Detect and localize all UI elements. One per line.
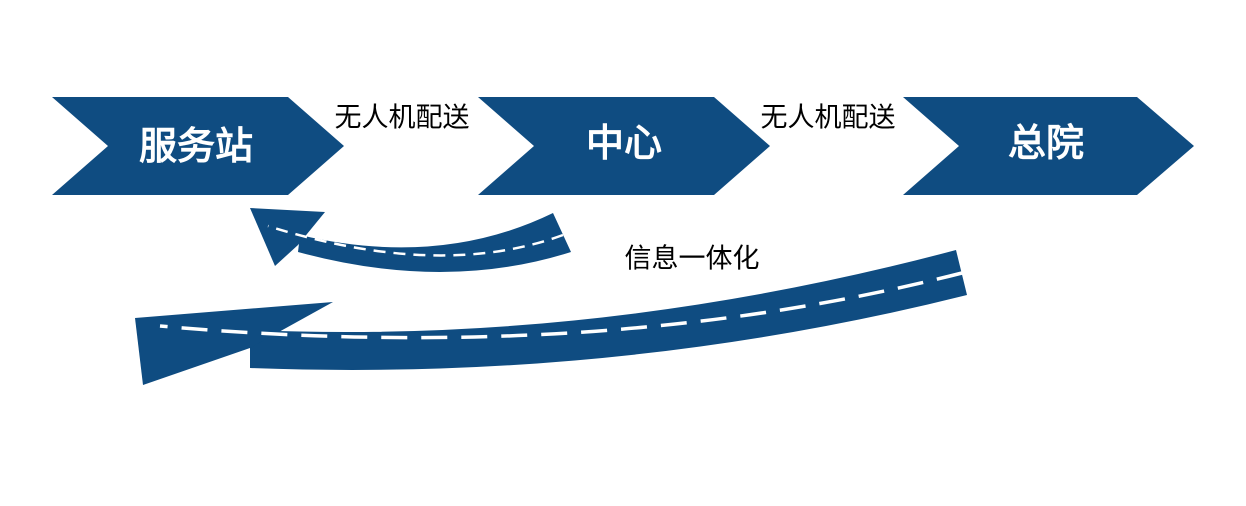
connector-label-2: 无人机配送 bbox=[761, 103, 896, 134]
stage-center: 中心 bbox=[478, 97, 770, 195]
long-return-arrow-dashes bbox=[159, 271, 963, 340]
long-return-arrow-road bbox=[250, 250, 967, 370]
long-return-arrow-head bbox=[135, 302, 333, 385]
info-integration-label: 信息一体化 bbox=[625, 244, 760, 275]
stage-headquarters-label: 总院 bbox=[1008, 121, 1084, 165]
short-return-arrow-head bbox=[250, 208, 325, 266]
short-return-arrow-road bbox=[298, 213, 571, 272]
stage-service-station: 服务站 bbox=[52, 97, 344, 195]
stage-headquarters: 总院 bbox=[903, 97, 1194, 195]
long-return-arrow bbox=[135, 250, 967, 385]
stage-center-chevron bbox=[478, 97, 770, 195]
stage-service-station-chevron bbox=[52, 97, 344, 195]
connector-label-1: 无人机配送 bbox=[335, 103, 470, 134]
stage-headquarters-chevron bbox=[903, 97, 1194, 195]
stage-center-label: 中心 bbox=[586, 121, 662, 165]
stage-service-station-label: 服务站 bbox=[139, 124, 253, 168]
short-return-arrow bbox=[250, 208, 571, 272]
